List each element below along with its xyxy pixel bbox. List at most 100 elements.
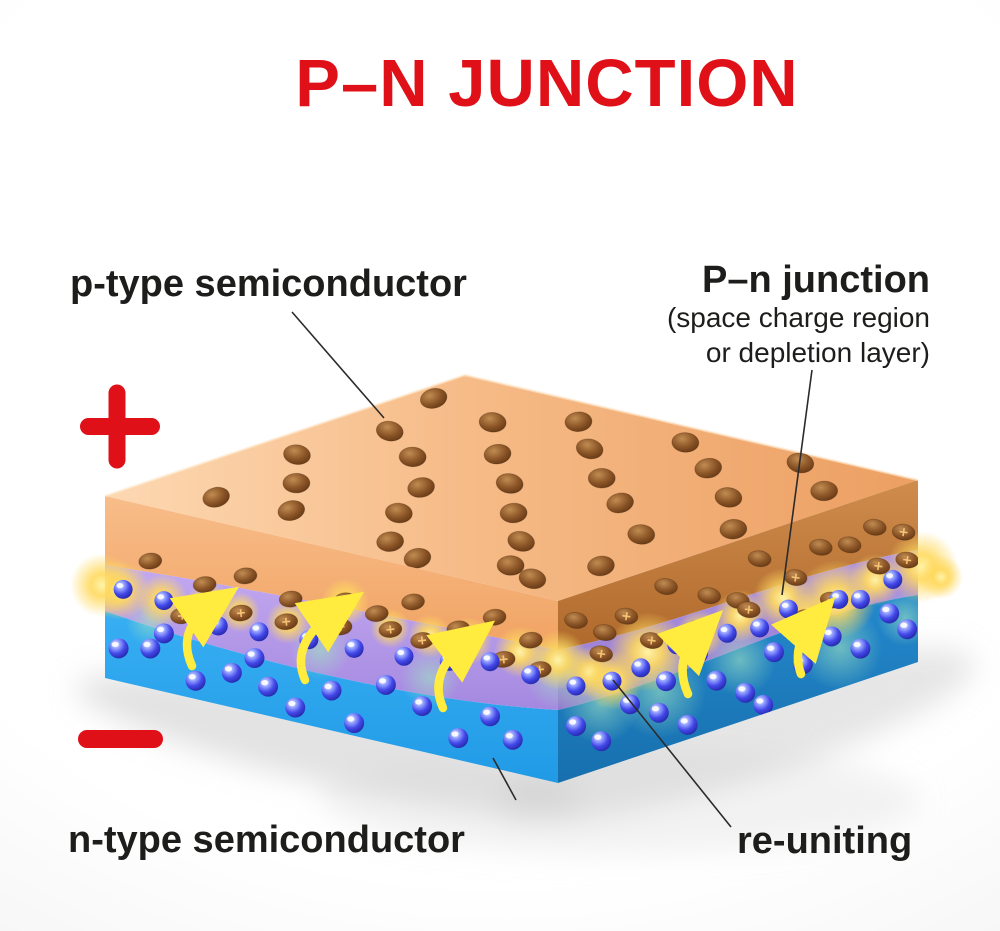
electron-body bbox=[412, 696, 433, 716]
leader-line-n-type bbox=[492, 757, 517, 801]
electron-highlight bbox=[397, 649, 405, 656]
label-pn-junction-sub1: (space charge region bbox=[667, 302, 930, 333]
electron-body bbox=[764, 642, 784, 663]
electron-body bbox=[285, 697, 306, 718]
electron-icon bbox=[566, 715, 586, 736]
electron-icon bbox=[480, 652, 500, 672]
hole-icon bbox=[138, 552, 163, 570]
hole-icon bbox=[398, 446, 427, 468]
electron-icon bbox=[656, 671, 676, 692]
electron-highlight bbox=[247, 651, 255, 657]
electron-body bbox=[821, 626, 842, 647]
hole-icon bbox=[518, 631, 543, 649]
electron-body bbox=[375, 674, 396, 695]
hole-plus-mark bbox=[903, 555, 912, 565]
plus-sign bbox=[80, 384, 160, 469]
leader-line-re-uniting bbox=[612, 679, 732, 828]
hole-body bbox=[401, 593, 425, 611]
hole-icon bbox=[564, 611, 588, 629]
electron-body bbox=[656, 671, 676, 692]
label-pn-junction-sub2: or depletion layer) bbox=[706, 337, 930, 368]
electron-highlight bbox=[324, 683, 332, 690]
electron-icon bbox=[394, 646, 414, 666]
label-re-uniting: re-uniting bbox=[737, 820, 912, 862]
recombination-arrow-icon bbox=[294, 591, 365, 685]
hole-body bbox=[376, 531, 405, 552]
top-edge-highlight bbox=[104, 373, 919, 498]
electron-icon bbox=[448, 728, 469, 749]
electron-highlight bbox=[451, 731, 459, 737]
electron-highlight bbox=[680, 718, 688, 724]
hole-body bbox=[575, 438, 604, 460]
electron-highlight bbox=[143, 641, 151, 648]
hole-icon bbox=[592, 624, 617, 642]
hole-icon bbox=[518, 568, 547, 590]
electron-icon bbox=[108, 638, 129, 659]
hole-icon bbox=[866, 557, 891, 575]
hole-body bbox=[518, 631, 543, 649]
hole-plus-mark bbox=[386, 625, 395, 634]
hole-body bbox=[398, 446, 427, 468]
electron-highlight bbox=[483, 709, 491, 715]
hole-plus-mark bbox=[418, 636, 427, 645]
label-pn-junction: P–n junction bbox=[702, 259, 930, 301]
electron-body bbox=[717, 623, 737, 643]
electron-body bbox=[566, 676, 586, 696]
hole-icon bbox=[283, 444, 311, 465]
electron-highlight bbox=[670, 638, 677, 644]
p-type-right-face bbox=[558, 480, 918, 650]
electron-body bbox=[113, 579, 133, 599]
hole-icon bbox=[654, 578, 678, 596]
electron-highlight bbox=[886, 573, 893, 579]
electron-icon bbox=[883, 569, 903, 589]
electron-icon bbox=[821, 626, 842, 647]
hole-icon bbox=[277, 500, 306, 521]
electron-body bbox=[620, 694, 640, 715]
hole-body bbox=[364, 605, 389, 623]
electron-body bbox=[321, 680, 342, 701]
hole-icon bbox=[376, 531, 405, 552]
page-title: P–N JUNCTION bbox=[295, 46, 798, 121]
hole-body bbox=[564, 411, 593, 432]
electron-body bbox=[249, 622, 269, 642]
hole-icon bbox=[375, 420, 404, 442]
electron-icon bbox=[344, 713, 365, 734]
electron-body bbox=[778, 599, 798, 619]
electron-body bbox=[879, 603, 900, 624]
hole-icon bbox=[587, 468, 616, 489]
hole-icon bbox=[282, 472, 311, 494]
hole-icon bbox=[614, 607, 639, 625]
electron-highlight bbox=[594, 734, 602, 740]
electron-icon bbox=[620, 694, 640, 715]
hole-body bbox=[808, 538, 833, 556]
hole-icon bbox=[810, 480, 839, 502]
hole-body bbox=[233, 567, 258, 585]
electron-icon bbox=[879, 603, 900, 624]
electron-icon bbox=[412, 696, 433, 716]
recombination-arrow-icon bbox=[426, 620, 496, 713]
electron-body bbox=[591, 731, 612, 752]
hole-icon bbox=[507, 530, 535, 552]
hole-body bbox=[495, 473, 524, 494]
hole-body bbox=[694, 457, 723, 479]
hole-body bbox=[606, 492, 634, 514]
hole-body bbox=[277, 500, 306, 521]
hole-plus-mark bbox=[647, 636, 656, 645]
electron-highlight bbox=[651, 706, 659, 712]
hole-plus-mark bbox=[597, 649, 606, 658]
electron-icon bbox=[249, 622, 269, 642]
hole-icon bbox=[808, 538, 833, 556]
electron-icon bbox=[285, 697, 306, 718]
hole-icon bbox=[499, 502, 528, 524]
electron-highlight bbox=[347, 642, 355, 648]
hole-plus-mark bbox=[899, 528, 908, 537]
hole-plus-mark bbox=[874, 562, 883, 571]
hole-plus-mark bbox=[791, 573, 800, 582]
electron-icon bbox=[764, 642, 784, 663]
electron-highlight bbox=[832, 593, 839, 599]
recombination-arrows bbox=[169, 586, 836, 713]
electron-icon bbox=[321, 680, 342, 701]
electron-body bbox=[221, 662, 242, 683]
